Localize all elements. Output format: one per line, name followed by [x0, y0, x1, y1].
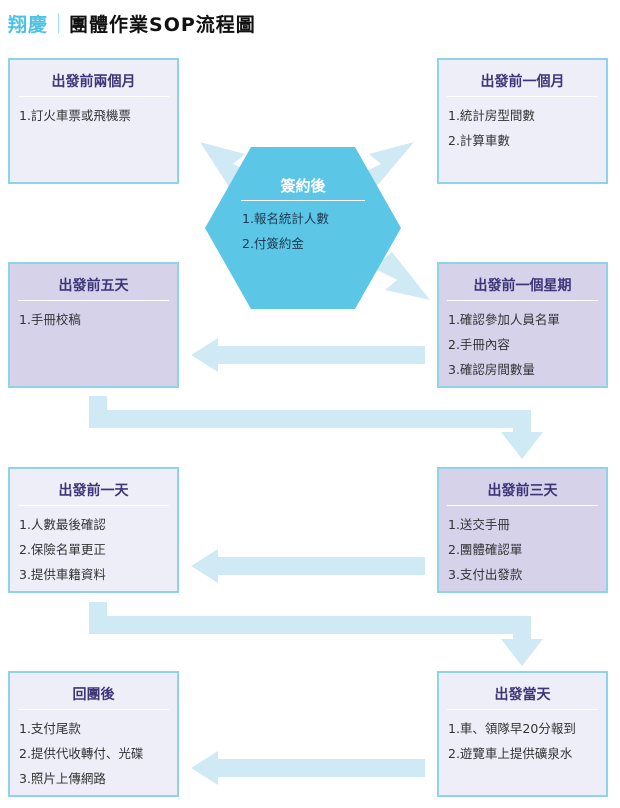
arrow-to-one-day	[191, 549, 425, 583]
header: 翔慶 團體作業SOP流程圖	[8, 8, 256, 38]
box-title: 出發前五天	[58, 278, 129, 294]
box-title: 出發前三天	[487, 483, 558, 499]
box-items: 1.統計房型間數 2.計算車數	[439, 103, 606, 153]
box-departure-day: 出發當天 1.車、領隊早20分報到 2.遊覽車上提供礦泉水	[437, 671, 608, 797]
list-item: 1.支付尾款	[19, 721, 81, 736]
box-five-days: 出發前五天 1.手冊校稿	[8, 262, 179, 388]
box-divider	[18, 96, 169, 97]
box-title: 回團後	[72, 687, 115, 703]
center-item: 1.報名統計人數	[242, 211, 329, 226]
box-divider	[447, 505, 598, 506]
list-item: 2.手冊內容	[448, 337, 510, 352]
list-item: 1.確認參加人員名單	[448, 312, 560, 327]
box-title: 出發前一個月	[480, 74, 565, 90]
list-item: 3.提供車籍資料	[19, 567, 106, 582]
arrow-to-after-return	[191, 751, 425, 785]
box-divider	[447, 709, 598, 710]
center-divider	[241, 200, 365, 201]
box-one-week: 出發前一個星期 1.確認參加人員名單 2.手冊內容 3.確認房間數量	[437, 262, 608, 388]
box-items: 1.人數最後確認 2.保險名單更正 3.提供車籍資料	[10, 512, 177, 587]
list-item: 1.送交手冊	[448, 517, 510, 532]
center-item: 2.付簽約金	[242, 236, 304, 251]
box-title: 出發前一個星期	[473, 278, 572, 294]
list-item: 2.遊覽車上提供礦泉水	[448, 746, 573, 761]
arrow-to-one-month	[346, 142, 414, 187]
box-divider	[447, 300, 598, 301]
box-after-return: 回團後 1.支付尾款 2.提供代收轉付、光碟 3.照片上傳網路	[8, 671, 179, 797]
box-one-day: 出發前一天 1.人數最後確認 2.保險名單更正 3.提供車籍資料	[8, 467, 179, 593]
box-items: 1.車、領隊早20分報到 2.遊覽車上提供礦泉水	[439, 716, 606, 766]
box-title: 出發前兩個月	[51, 74, 136, 90]
box-three-days: 出發前三天 1.送交手冊 2.團體確認單 3.支付出發款	[437, 467, 608, 593]
box-items: 1.支付尾款 2.提供代收轉付、光碟 3.照片上傳網路	[10, 716, 177, 791]
list-item: 2.保險名單更正	[19, 542, 106, 557]
center-title: 簽約後	[280, 177, 326, 195]
list-item: 3.確認房間數量	[448, 362, 535, 377]
box-title: 出發前一天	[58, 483, 129, 499]
list-item: 1.手冊校稿	[19, 312, 81, 327]
list-item: 1.人數最後確認	[19, 517, 106, 532]
center-hexagon	[205, 147, 401, 309]
list-item: 2.計算車數	[448, 133, 510, 148]
list-item: 3.照片上傳網路	[19, 771, 106, 786]
header-divider	[58, 13, 60, 33]
list-item: 2.提供代收轉付、光碟	[19, 746, 144, 761]
arrow-to-three-days	[89, 396, 543, 459]
center-node: 簽約後 1.報名統計人數 2.付簽約金	[205, 147, 401, 309]
list-item: 1.統計房型間數	[448, 108, 535, 123]
list-item: 3.支付出發款	[448, 567, 523, 582]
arrow-to-five-days	[191, 338, 425, 372]
box-divider	[18, 709, 169, 710]
arrow-to-departure-day	[89, 602, 543, 666]
box-divider	[447, 96, 598, 97]
box-items: 1.確認參加人員名單 2.手冊內容 3.確認房間數量	[439, 307, 606, 382]
arrow-to-two-months	[200, 142, 268, 187]
box-items: 1.送交手冊 2.團體確認單 3.支付出發款	[439, 512, 606, 587]
brand-logo: 翔慶	[8, 13, 49, 36]
box-two-months: 出發前兩個月 1.訂火車票或飛機票	[8, 58, 179, 184]
box-divider	[18, 505, 169, 506]
box-title: 出發當天	[494, 687, 551, 703]
box-items: 1.訂火車票或飛機票	[10, 103, 177, 128]
box-items: 1.手冊校稿	[10, 307, 177, 332]
center-items: 1.報名統計人數 2.付簽約金	[242, 206, 329, 256]
box-divider	[18, 300, 169, 301]
page-title: 團體作業SOP流程圖	[69, 13, 256, 36]
list-item: 1.訂火車票或飛機票	[19, 108, 131, 123]
list-item: 2.團體確認單	[448, 542, 523, 557]
list-item: 1.車、領隊早20分報到	[448, 721, 576, 736]
box-one-month: 出發前一個月 1.統計房型間數 2.計算車數	[437, 58, 608, 184]
